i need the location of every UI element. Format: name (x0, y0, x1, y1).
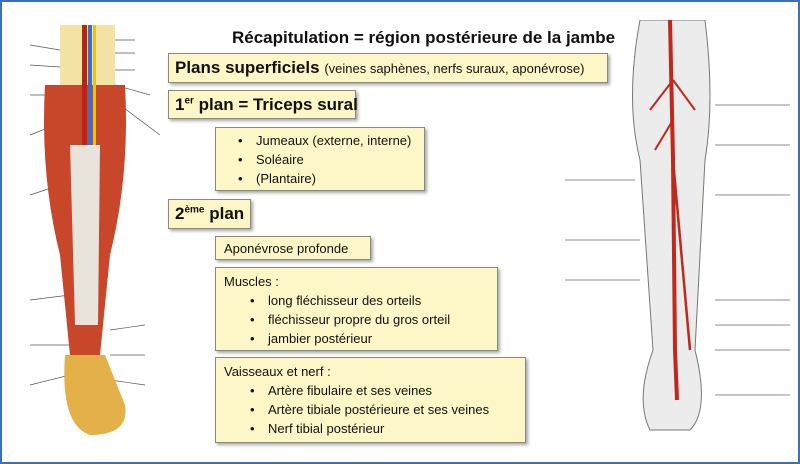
premier-plan-label: plan = Triceps sural (193, 95, 358, 114)
triceps-list-box: Jumeaux (externe, interne) Soléaire (Pla… (215, 127, 425, 191)
list-item: (Plantaire) (238, 169, 416, 188)
plans-superficiels-box: Plans superficiels (veines saphènes, ner… (168, 53, 608, 83)
list-item: jambier postérieur (250, 329, 489, 348)
muscles-heading: Muscles : (224, 274, 279, 289)
aponevrose-label: Aponévrose profonde (224, 241, 349, 256)
vaisseaux-box: Vaisseaux et nerf : Artère fibulaire et … (215, 357, 526, 443)
posterior-leg-arteries-illustration (565, 20, 790, 431)
list-item: fléchisseur propre du gros orteil (250, 310, 489, 329)
deuxieme-plan-number: 2 (175, 204, 185, 223)
premier-plan-number: 1 (175, 95, 185, 114)
posterior-leg-muscles-illustration (29, 25, 161, 435)
vaisseaux-heading: Vaisseaux et nerf : (224, 364, 331, 379)
list-item: long fléchisseur des orteils (250, 291, 489, 310)
premier-plan-sup: er (184, 95, 194, 107)
deuxieme-plan-label: plan (204, 204, 245, 223)
deuxieme-plan-sup: ème (184, 204, 205, 216)
plans-superficiels-label: Plans superficiels (175, 58, 320, 77)
list-item: Jumeaux (externe, interne) (238, 131, 416, 150)
list-item: Soléaire (238, 150, 416, 169)
plans-superficiels-detail: (veines saphènes, nerfs suraux, aponévro… (324, 61, 585, 76)
premier-plan-box: 1er plan = Triceps sural (168, 90, 358, 119)
list-item: Artère fibulaire et ses veines (250, 381, 517, 400)
list-item: Nerf tibial postérieur (250, 419, 517, 438)
aponevrose-box: Aponévrose profonde (215, 236, 371, 260)
slide-title: Récapitulation = région postérieure de l… (232, 28, 616, 47)
muscles-box: Muscles : long fléchisseur des orteils f… (215, 267, 498, 351)
list-item: Artère tibiale postérieure et ses veines (250, 400, 517, 419)
deuxieme-plan-box: 2ème plan (168, 199, 251, 229)
